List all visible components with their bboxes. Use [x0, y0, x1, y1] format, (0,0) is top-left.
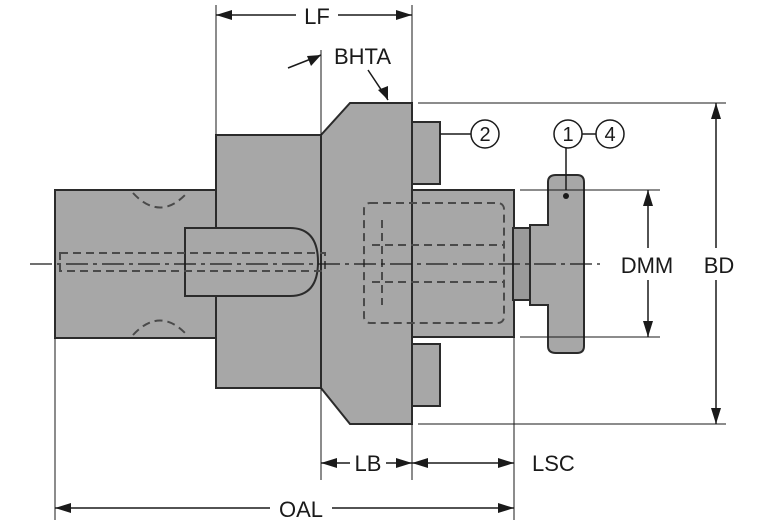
dim-lsc-arrow-left — [412, 458, 428, 468]
dim-oal-arrow-left — [55, 503, 71, 513]
dim-bd-label: BD — [704, 253, 735, 278]
dim-lf-arrow-left — [216, 10, 232, 20]
dim-lb-arrow-right — [396, 458, 412, 468]
dim-lsc-label: LSC — [532, 451, 575, 476]
dim-lsc-arrow-right — [498, 458, 514, 468]
callout-1-dot — [563, 193, 569, 199]
drive-key-bottom — [411, 343, 441, 407]
dim-dmm-arrow-top — [643, 190, 653, 206]
dim-bd-arrow-bottom — [711, 408, 721, 424]
hidden-pocket — [363, 202, 505, 324]
callout-4-label: 4 — [604, 124, 615, 146]
hidden-coolant-bore — [59, 252, 326, 272]
hidden-arc-top — [132, 192, 188, 209]
drive-key-top — [411, 121, 441, 185]
dim-oal-gap — [270, 496, 332, 522]
dim-lb-label: LB — [355, 451, 382, 476]
callout-2-label: 2 — [479, 124, 490, 146]
dim-dmm-gap — [602, 248, 684, 280]
hidden-arc-bottom — [132, 319, 188, 336]
dim-bhta-label: BHTA — [334, 44, 391, 69]
bore-plug — [184, 227, 320, 297]
dim-bd-arrow-top — [711, 103, 721, 119]
clamp-nut — [529, 174, 585, 354]
dim-lb-arrow-left — [321, 458, 337, 468]
dim-bd-gap — [697, 248, 742, 280]
dim-bhta-arrow-left — [307, 55, 321, 66]
dim-bhta-arrow-right — [378, 86, 388, 100]
dim-lf-label: LF — [304, 4, 330, 29]
callout-2-circle — [470, 119, 500, 149]
dim-lf-gap — [296, 2, 338, 28]
dim-dmm-label: DMM — [621, 253, 674, 278]
callout-1-label: 1 — [562, 124, 573, 146]
dim-oal-arrow-right — [498, 503, 514, 513]
dim-oal-label: OAL — [279, 497, 323, 522]
dim-dmm-arrow-bottom — [643, 321, 653, 337]
dim-lf-arrow-right — [396, 10, 412, 20]
callout-4-circle — [595, 119, 625, 149]
